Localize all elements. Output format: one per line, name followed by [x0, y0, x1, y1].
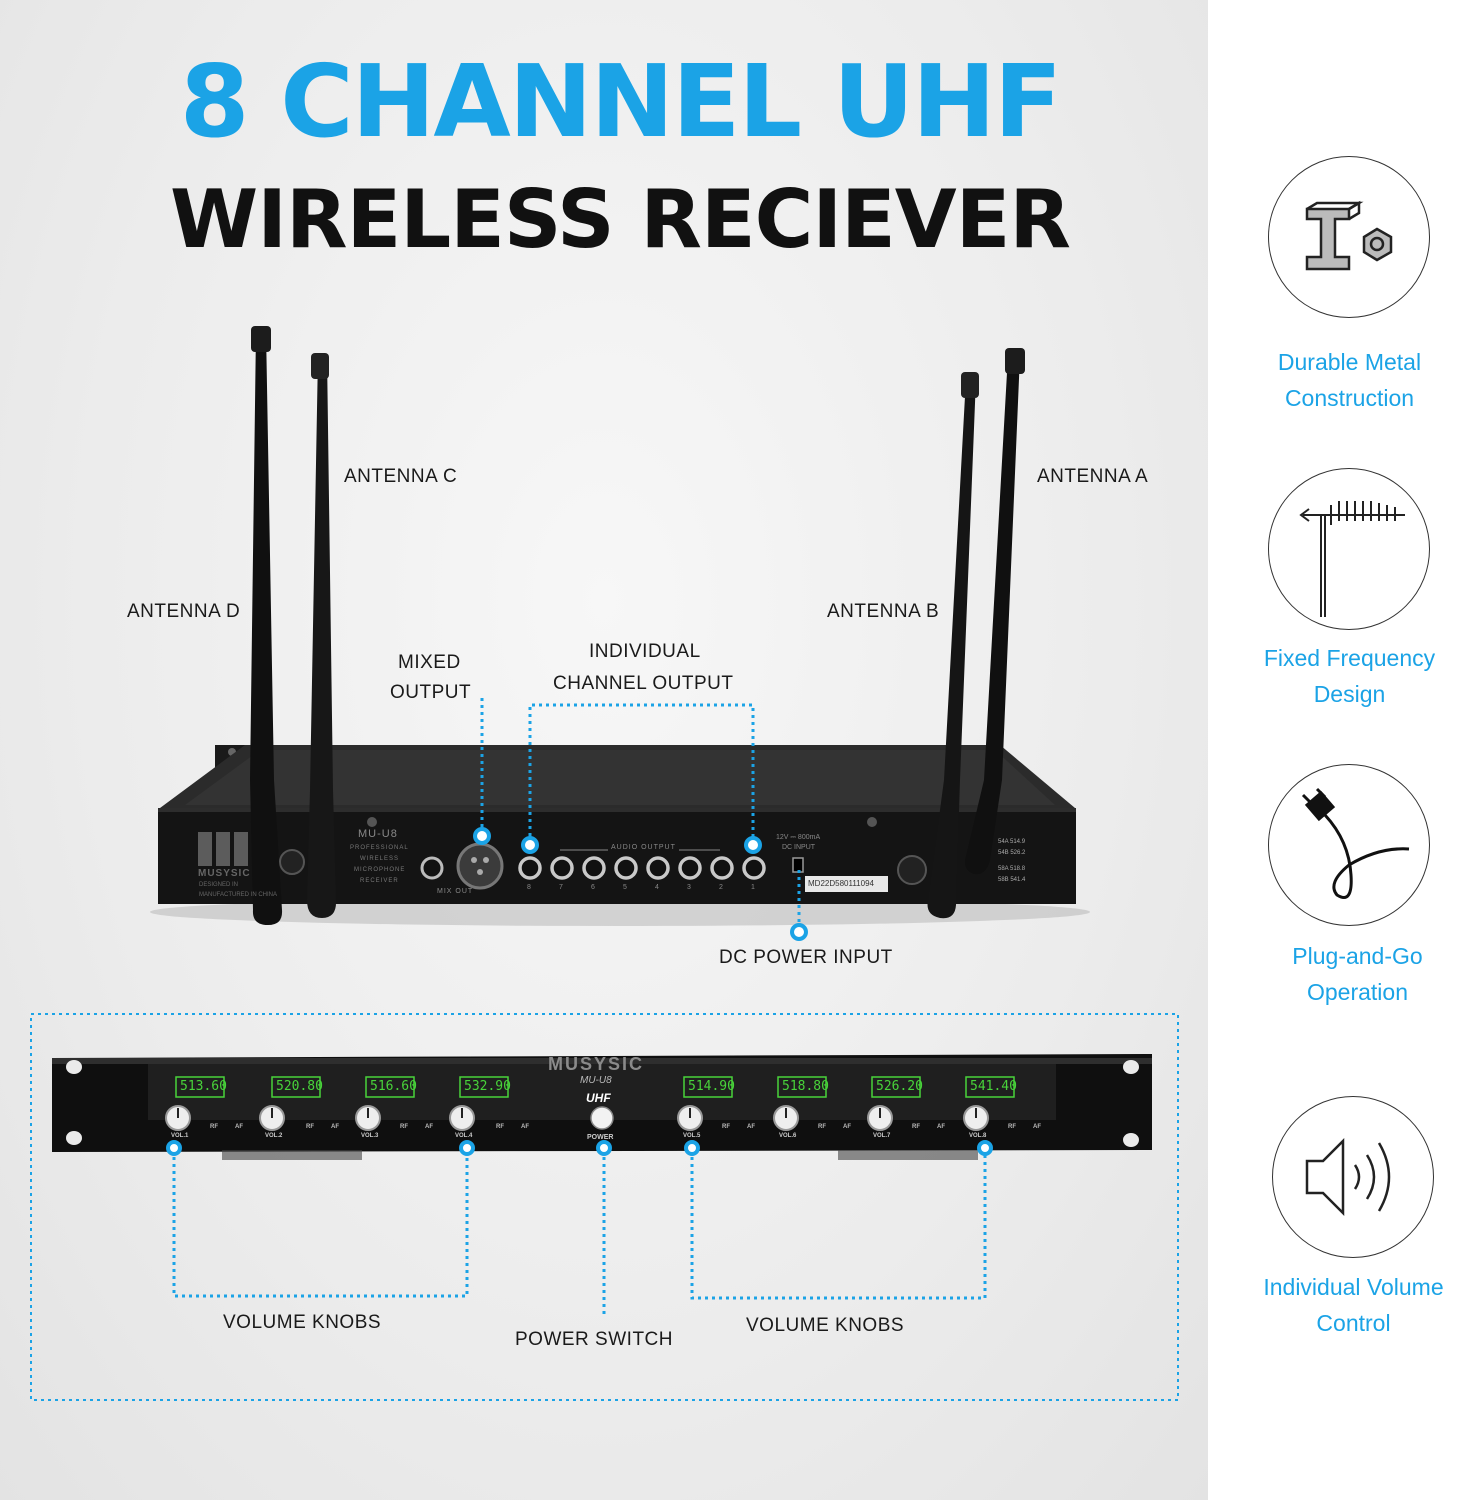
channel-display: 518.80 [782, 1079, 829, 1094]
volume-knob-7[interactable]: VOL.7 [873, 1133, 891, 1139]
jack-number: 8 [527, 884, 531, 891]
rear-desc-4: RECEIVER [360, 878, 399, 884]
antenna-a [965, 355, 1020, 875]
channel-display: 516.60 [370, 1079, 417, 1094]
jack-number: 6 [591, 884, 595, 891]
jack-number: 3 [687, 884, 691, 891]
channel-display: 526.20 [876, 1079, 923, 1094]
power-plug-icon [1301, 787, 1410, 899]
rear-brand-print: MUSYSIC [198, 868, 251, 879]
channel-display: 514.90 [688, 1079, 735, 1094]
headline-line-2: WIRELESS RECIEVER [170, 173, 1071, 266]
af-indicator: AF [1033, 1124, 1041, 1130]
channel-display: 532.90 [464, 1079, 511, 1094]
jack-number: 2 [719, 884, 723, 891]
volume-knobs-right-label: VOLUME KNOBS [746, 1315, 905, 1336]
power-switch[interactable]: POWER [587, 1134, 614, 1141]
rear-desc-2: WIRELESS [360, 856, 400, 862]
jack-number: 7 [559, 884, 563, 891]
dc-power-input-label: DC POWER INPUT [719, 947, 893, 968]
channel-display: 520.80 [276, 1079, 323, 1094]
freq-print-1: 54A 514.9 [998, 839, 1026, 845]
channel-display: 541.40 [970, 1079, 1017, 1094]
individual-output-label-2: CHANNEL OUTPUT [553, 673, 734, 694]
antenna-c [307, 355, 337, 918]
metal-beam-nut-icon [1305, 200, 1393, 271]
rear-desc-1: PROFESSIONAL [350, 845, 409, 851]
feature-volume-control [1272, 1096, 1434, 1258]
rear-manufactured-print: MANUFACTURED IN CHINA [199, 892, 278, 898]
af-indicator: AF [747, 1124, 755, 1130]
antenna-d-label: ANTENNA D [127, 601, 241, 622]
front-panel-illustration [30, 1013, 1179, 1401]
feature-durable-metal [1268, 156, 1430, 318]
audio-output-print: AUDIO OUTPUT [608, 844, 679, 851]
antenna-b [927, 378, 976, 919]
volume-knobs [165, 1105, 989, 1131]
volume-knob-5[interactable]: VOL.5 [683, 1133, 701, 1139]
rf-indicator: RF [1008, 1124, 1016, 1130]
jack-number: 5 [623, 884, 627, 891]
mixed-output-label-2: OUTPUT [390, 682, 472, 703]
volume-knob-6[interactable]: VOL.6 [779, 1133, 797, 1139]
rear-panel-illustration [150, 326, 1090, 941]
volume-knob-3[interactable]: VOL.3 [361, 1133, 379, 1139]
volume-knob-4[interactable]: VOL.4 [455, 1133, 473, 1139]
volume-knob-1[interactable]: VOL.1 [171, 1133, 189, 1139]
volume-knob-8[interactable]: VOL.8 [969, 1133, 987, 1139]
freq-print-2: 54B 526.2 [998, 850, 1026, 856]
individual-output-label-1: INDIVIDUAL [589, 641, 701, 662]
dc-input-print: DC INPUT [782, 844, 816, 851]
yagi-antenna-icon [1299, 501, 1405, 617]
power-switch-label: POWER SWITCH [515, 1329, 673, 1350]
mix-out-print: MIX OUT [437, 888, 474, 895]
af-indicator: AF [521, 1124, 529, 1130]
jack-number: 4 [655, 884, 659, 891]
af-indicator: AF [937, 1124, 945, 1130]
speaker-volume-icon [1305, 1137, 1391, 1217]
af-indicator: AF [425, 1124, 433, 1130]
rear-model-print: MU-U8 [358, 828, 398, 840]
af-indicator: AF [843, 1124, 851, 1130]
audio-output-jacks [518, 856, 766, 880]
front-band: UHF [586, 1091, 611, 1105]
af-indicator: AF [235, 1124, 243, 1130]
feature-fixed-frequency [1268, 468, 1430, 630]
power-button-shape [590, 1106, 614, 1130]
antenna-c-label: ANTENNA C [344, 466, 458, 487]
serial-sticker [805, 876, 888, 892]
jack-number: 1 [751, 884, 755, 891]
rf-indicator: RF [210, 1124, 218, 1130]
rf-indicator: RF [496, 1124, 504, 1130]
mixed-output-label-1: MIXED [398, 652, 461, 673]
rf-indicator: RF [912, 1124, 920, 1130]
front-model: MU-U8 [580, 1075, 612, 1086]
channel-display: 513.60 [180, 1079, 227, 1094]
xlr-mix-output [456, 842, 504, 890]
rf-indicator: RF [722, 1124, 730, 1130]
channel-displays [175, 1076, 1015, 1098]
rear-designed-print: DESIGNED IN [199, 882, 239, 888]
dc-rating-print: 12V ⎓ 800mA [776, 834, 821, 841]
rf-indicator: RF [818, 1124, 826, 1130]
serial-number: MD22D580111094 [808, 879, 874, 888]
rf-indicator: RF [400, 1124, 408, 1130]
antenna-d [251, 326, 271, 352]
headline-line-1: 8 CHANNEL UHF [179, 43, 1062, 160]
rear-desc-3: MICROPHONE [354, 867, 406, 873]
front-brand: MUSYSIC [548, 1054, 645, 1074]
freq-print-3: 58A 518.8 [998, 866, 1026, 872]
volume-knob-2[interactable]: VOL.2 [265, 1133, 283, 1139]
af-indicator: AF [331, 1124, 339, 1130]
rf-indicator: RF [306, 1124, 314, 1130]
freq-print-4: 58B 541.4 [998, 877, 1026, 883]
feature-plug-and-go [1268, 764, 1430, 926]
antenna-a-label: ANTENNA A [1037, 466, 1149, 487]
antenna-b-label: ANTENNA B [827, 601, 940, 622]
volume-knobs-left-label: VOLUME KNOBS [223, 1312, 382, 1333]
